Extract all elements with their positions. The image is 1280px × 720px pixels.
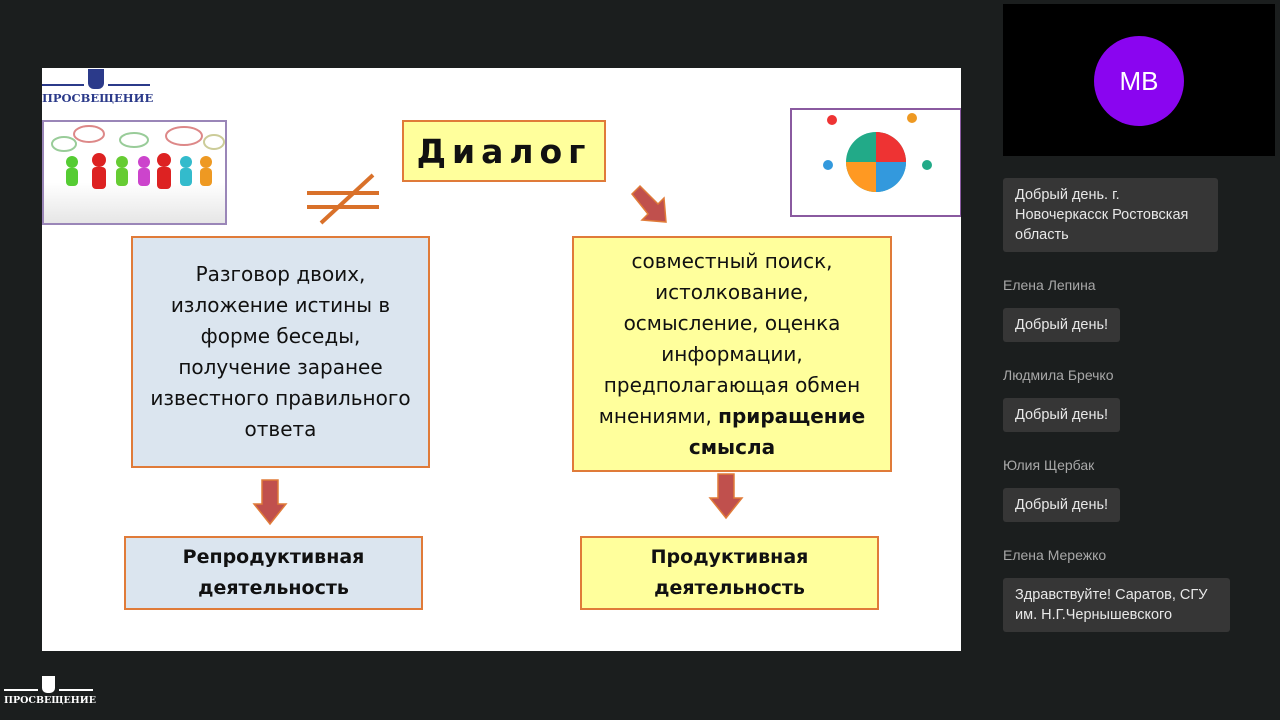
chat-message: Добрый день. г. Новочеркасск Ростовская … xyxy=(1003,178,1218,252)
not-equal-icon xyxy=(307,173,379,225)
chat-author: Елена Мережко xyxy=(1003,547,1107,563)
participant-video-tile[interactable]: MB xyxy=(1003,4,1275,156)
chat-author: Людмила Бречко xyxy=(1003,367,1114,383)
diagonal-arrow-icon xyxy=(630,184,667,223)
prosveshchenie-logo: ПРОСВЕЩЕНИЕ xyxy=(42,68,153,106)
chat-author: Юлия Щербак xyxy=(1003,457,1095,473)
chat-author: Елена Лепина xyxy=(1003,277,1096,293)
presentation-slide: ПРОСВЕЩЕНИЕ Диалог Разговор двоих,изложе… xyxy=(42,68,961,651)
dialog-title: Диалог xyxy=(402,120,606,182)
chat-panel: Добрый день. г. Новочеркасск Ростовская … xyxy=(1003,178,1263,632)
footer-logo: ПРОСВЕЩЕНИЕ xyxy=(4,676,96,706)
chat-message: Здравствуйте! Саратов, СГУ им. Н.Г.Черны… xyxy=(1003,578,1230,632)
chat-message: Добрый день! xyxy=(1003,488,1121,522)
chat-message: Добрый день! xyxy=(1003,398,1121,432)
right-description-box: совместный поиск,истолкование,осмысление… xyxy=(572,236,892,472)
down-arrow-icon xyxy=(252,479,288,526)
chat-message: Добрый день! xyxy=(1003,308,1121,342)
people-dialogue-image xyxy=(42,120,227,225)
avatar: MB xyxy=(1094,36,1184,126)
puzzle-teamwork-image xyxy=(790,108,961,217)
down-arrow-icon xyxy=(708,473,744,520)
